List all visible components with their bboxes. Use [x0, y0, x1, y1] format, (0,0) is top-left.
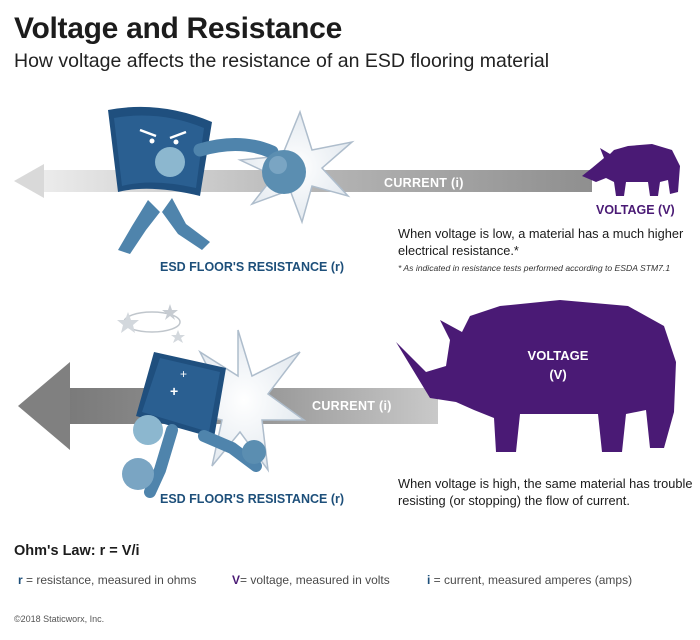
legend-current: i = current, measured amperes (amps): [427, 573, 632, 587]
voltage-label-high-line1: VOLTAGE: [527, 348, 589, 363]
svg-text:+: +: [170, 383, 178, 399]
legend-i-symbol: i: [427, 573, 431, 587]
legend-v-text: = voltage, measured in volts: [240, 573, 390, 587]
legend-r-symbol: r: [18, 573, 23, 587]
description-low-line1: When voltage is low, a material has a mu…: [398, 226, 684, 241]
resistance-character-knocked: + +: [122, 352, 266, 498]
resistance-label-low: ESD FLOOR'S RESISTANCE (r): [160, 260, 345, 274]
page-subtitle: How voltage affects the resistance of an…: [14, 50, 550, 72]
dizzy-stars-icon: [117, 304, 185, 343]
resistance-character-strong: [108, 106, 306, 254]
page-title: Voltage and Resistance: [14, 12, 342, 45]
voltage-label-low: VOLTAGE (V): [596, 203, 675, 217]
rhino-small-icon: [582, 144, 680, 196]
legend-voltage: V= voltage, measured in volts: [232, 573, 390, 587]
svg-text:+: +: [180, 367, 187, 381]
ohms-law-formula: Ohm's Law: r = V/i: [14, 543, 140, 559]
current-label-high: CURRENT (i): [312, 399, 392, 413]
voltage-label-high-line2: (V): [549, 367, 567, 382]
legend-r-text: = resistance, measured in ohms: [22, 573, 197, 587]
legend-resistance: r = resistance, measured in ohms: [18, 573, 196, 587]
footnote: * As indicated in resistance tests perfo…: [398, 263, 671, 273]
resistance-label-high: ESD FLOOR'S RESISTANCE (r): [160, 492, 345, 506]
description-high-line1: When voltage is high, the same material …: [398, 476, 693, 491]
legend-i-text: = current, measured amperes (amps): [430, 573, 633, 587]
description-high-line2: resisting (or stopping) the flow of curr…: [398, 493, 630, 508]
description-low: When voltage is low, a material has a mu…: [398, 225, 683, 259]
copyright-notice: ©2018 Staticworx, Inc.: [14, 614, 105, 624]
legend-v-symbol: V: [232, 573, 241, 587]
description-high: When voltage is high, the same material …: [398, 475, 693, 509]
voltage-label-high: VOLTAGE (V): [523, 346, 593, 384]
rhino-large-icon: [396, 300, 676, 452]
current-label-low: CURRENT (i): [384, 176, 464, 190]
description-low-line2: electrical resistance.*: [398, 243, 519, 258]
